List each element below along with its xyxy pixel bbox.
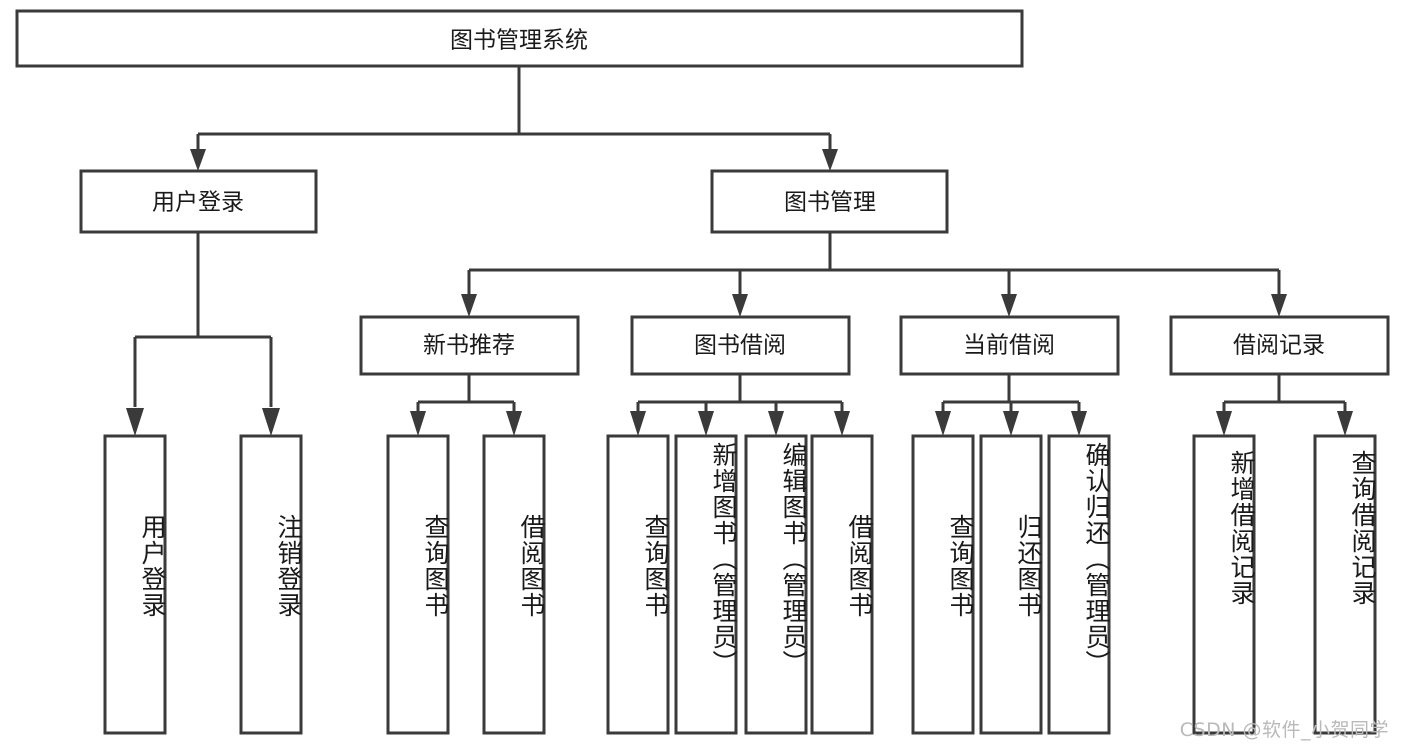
node-new-book-recommend-label: 新书推荐 xyxy=(423,333,515,359)
leaf-box-query-book-2[interactable] xyxy=(606,434,670,735)
node-book-borrow-label: 图书借阅 xyxy=(694,333,786,359)
leaf-box-add-book[interactable] xyxy=(674,434,738,735)
node-book-manage-box[interactable] xyxy=(710,169,949,234)
leaf-box-borrow-book-2[interactable] xyxy=(810,434,874,735)
node-current-borrow-box[interactable] xyxy=(899,315,1120,376)
connector-currentborrow-to-leaves xyxy=(935,374,1087,436)
leaf-box-edit-book[interactable] xyxy=(744,434,808,735)
node-new-book-recommend-box[interactable] xyxy=(359,315,580,376)
connector-bookmanage-to-level3 xyxy=(461,232,1287,317)
leaf-box-add-record[interactable] xyxy=(1192,434,1256,735)
node-borrow-record-label: 借阅记录 xyxy=(1233,333,1325,359)
node-book-borrow-box[interactable] xyxy=(630,315,851,376)
connector-newbook-to-leaves xyxy=(410,374,522,436)
leaf-box-confirm-return[interactable] xyxy=(1047,434,1111,735)
connector-root-to-level2 xyxy=(190,66,838,171)
leaf-box-borrow-book-1[interactable] xyxy=(482,434,546,735)
node-root-box[interactable] xyxy=(15,9,1024,68)
node-root-label: 图书管理系统 xyxy=(450,28,588,54)
node-book-manage-label: 图书管理 xyxy=(784,190,876,216)
node-borrow-record-box[interactable] xyxy=(1169,315,1390,376)
node-user-login-box[interactable] xyxy=(79,169,318,234)
leaf-box-query-book-3[interactable] xyxy=(911,434,975,735)
connector-userlogin-to-leaves xyxy=(126,232,280,436)
leaf-box-user-login[interactable] xyxy=(103,434,167,735)
connector-bookborrow-to-leaves xyxy=(630,374,850,436)
leaf-box-query-record[interactable] xyxy=(1313,434,1377,735)
leaf-box-query-book-1[interactable] xyxy=(386,434,450,735)
connector-borrowrecord-to-leaves xyxy=(1216,374,1353,436)
leaf-box-return-book[interactable] xyxy=(979,434,1043,735)
leaf-box-user-logout[interactable] xyxy=(239,434,303,735)
node-user-login-label: 用户登录 xyxy=(152,190,244,216)
csdn-watermark: CSDN @软件_小贺同学 xyxy=(1179,719,1389,741)
node-current-borrow-label: 当前借阅 xyxy=(963,333,1055,359)
